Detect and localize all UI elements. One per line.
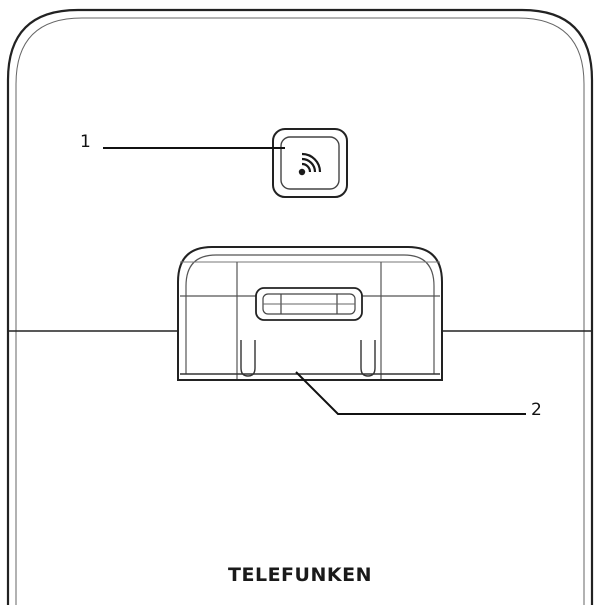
pairing-button[interactable] bbox=[272, 128, 348, 198]
charging-cradle bbox=[177, 246, 443, 381]
callout-1-label: 1 bbox=[80, 132, 91, 152]
left-clip bbox=[240, 340, 256, 377]
callout-2-label: 2 bbox=[531, 400, 542, 420]
charging-contacts bbox=[255, 287, 363, 321]
brand-logo: TELEFUNKEN bbox=[228, 564, 372, 586]
base-body-inner-outline bbox=[15, 17, 585, 605]
right-clip bbox=[360, 340, 376, 377]
callout-2-leader bbox=[295, 371, 526, 415]
wireless-signal-icon bbox=[298, 152, 322, 176]
base-body-outline bbox=[6, 8, 594, 605]
